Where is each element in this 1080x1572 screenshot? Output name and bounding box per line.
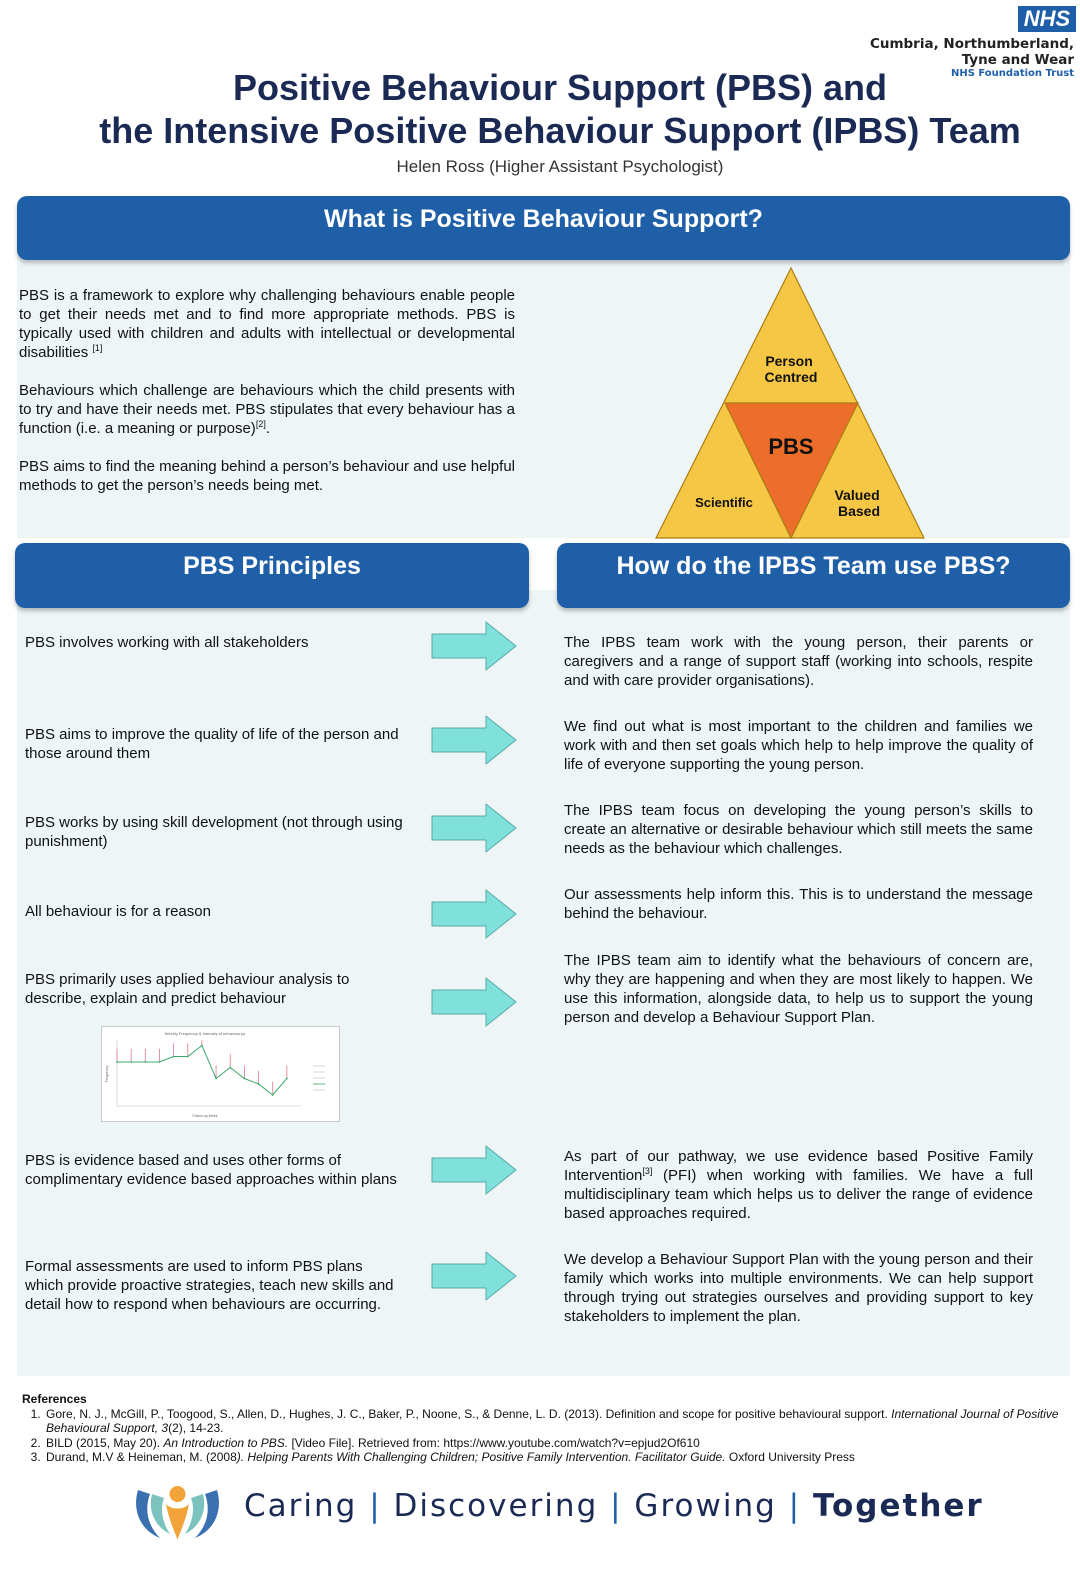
intro-paragraph-1: PBS is a framework to explore why challe… bbox=[19, 287, 515, 361]
chart-ylabel: Frequency bbox=[105, 1065, 109, 1082]
arrow-icon-6 bbox=[431, 1144, 517, 1196]
chart-point bbox=[116, 1061, 118, 1063]
arrow-icon-7 bbox=[431, 1250, 517, 1302]
tagline-word-1: Caring bbox=[244, 1488, 358, 1524]
chart-point bbox=[172, 1055, 175, 1058]
ipbs-item-3: The IPBS team focus on developing the yo… bbox=[564, 802, 1033, 857]
content-panel bbox=[17, 590, 1070, 1376]
arrow-icon-3 bbox=[431, 802, 517, 854]
tagline-word-3: Growing bbox=[634, 1488, 777, 1524]
chart-point bbox=[158, 1061, 161, 1063]
arrow-icon-5 bbox=[431, 976, 517, 1028]
reference-3: Durand, M.V & Heineman, M. (2008). Helpi… bbox=[44, 1450, 1062, 1465]
author: Helen Ross (Higher Assistant Psychologis… bbox=[396, 157, 724, 176]
reference-2: BILD (2015, May 20). An Introduction to … bbox=[44, 1436, 1062, 1451]
ipbs-item-5: The IPBS team aim to identify what the b… bbox=[564, 952, 1033, 1026]
behaviour-frequency-chart: Weekly Frequency & Intensity of behaviou… bbox=[101, 1026, 340, 1122]
title-line-2: the Intensive Positive Behaviour Support… bbox=[99, 110, 1021, 151]
principles-heading: PBS Principles bbox=[15, 543, 529, 608]
trust-subtitle: NHS Foundation Trust bbox=[950, 68, 1074, 79]
triangle-label-center: PBS bbox=[768, 434, 813, 459]
intro-text: PBS is a framework to explore why challe… bbox=[19, 286, 515, 495]
principle-4: All behaviour is for a reason bbox=[25, 903, 211, 920]
org-line-1: Cumbria, Northumberland, bbox=[869, 36, 1074, 52]
tagline-word-2: Discovering bbox=[393, 1488, 599, 1524]
references-list: Gore, N. J., McGill, P., Toogood, S., Al… bbox=[22, 1407, 1062, 1465]
chart-point bbox=[186, 1055, 189, 1058]
tagline-separator-2: | bbox=[610, 1488, 623, 1524]
pbs-triangle-diagram: Person Centred PBS Scientific Valued Bas… bbox=[655, 266, 925, 540]
references-heading: References bbox=[22, 1392, 87, 1406]
ipbs-item-4: Our assessments help inform this. This i… bbox=[564, 886, 1033, 922]
triangle-label-right: Valued Based bbox=[834, 487, 883, 519]
what-is-pbs-heading: What is Positive Behaviour Support? bbox=[17, 196, 1070, 260]
ipbs-item-2: We find out what is most important to th… bbox=[564, 718, 1033, 773]
reference-1: Gore, N. J., McGill, P., Toogood, S., Al… bbox=[44, 1407, 1062, 1436]
chart-point bbox=[229, 1066, 232, 1069]
tagline-separator-3: | bbox=[788, 1488, 802, 1524]
chart-title: Weekly Frequency & Intensity of behaviou… bbox=[165, 1031, 246, 1036]
principle-3: PBS works by using skill development (no… bbox=[25, 814, 403, 850]
footer-tagline: Caring | Discovering | Growing | Togethe… bbox=[244, 1488, 984, 1524]
chart-point bbox=[271, 1094, 274, 1096]
intro-paragraph-3: PBS aims to find the meaning behind a pe… bbox=[19, 458, 515, 494]
arrow-icon-4 bbox=[431, 888, 517, 940]
principle-6: PBS is evidence based and uses other for… bbox=[25, 1152, 397, 1188]
trust-name: Cumbria, Northumberland, Tyne and Wear N… bbox=[870, 36, 1074, 80]
chart-point bbox=[257, 1083, 260, 1085]
page-title: Positive Behaviour Support (PBS) and the… bbox=[0, 66, 1080, 152]
org-line-2: Tyne and Wear bbox=[961, 52, 1074, 68]
principle-5: PBS primarily uses applied behaviour ana… bbox=[25, 971, 350, 1007]
chart-point bbox=[285, 1077, 288, 1080]
triangle-inner bbox=[724, 402, 859, 540]
triangle-label-top: Person Centred bbox=[765, 353, 818, 385]
trust-logo-icon bbox=[136, 1486, 219, 1540]
chart-frame bbox=[101, 1026, 340, 1122]
references: References Gore, N. J., McGill, P., Toog… bbox=[22, 1392, 1062, 1465]
intro-paragraph-2: Behaviours which challenge are behaviour… bbox=[19, 382, 515, 437]
arrow-icon-2 bbox=[431, 714, 517, 766]
ipbs-heading: How do the IPBS Team use PBS? bbox=[557, 543, 1070, 608]
chart-point bbox=[201, 1044, 203, 1047]
nhs-logo: NHS bbox=[1018, 6, 1076, 32]
principle-2: PBS aims to improve the quality of life … bbox=[25, 726, 399, 762]
tagline-word-4: Together bbox=[812, 1488, 984, 1524]
principle-7: Formal assessments are used to inform PB… bbox=[25, 1258, 394, 1313]
chart-point bbox=[130, 1061, 133, 1063]
ipbs-item-7: We develop a Behaviour Support Plan with… bbox=[564, 1251, 1033, 1325]
chart-point bbox=[144, 1061, 147, 1063]
chart-point bbox=[215, 1077, 217, 1080]
title-line-1: Positive Behaviour Support (PBS) and bbox=[232, 67, 888, 108]
ipbs-item-1: The IPBS team work with the young person… bbox=[564, 634, 1033, 689]
principle-1: PBS involves working with all stakeholde… bbox=[25, 634, 309, 651]
triangle-label-left: Scientific bbox=[695, 495, 753, 510]
chart-xlabel: Follow-up Week bbox=[192, 1114, 217, 1118]
chart-point bbox=[243, 1077, 246, 1080]
ipbs-item-6: As part of our pathway, we use evidence … bbox=[564, 1148, 1033, 1222]
arrow-icon-1 bbox=[431, 620, 517, 672]
tagline-separator-1: | bbox=[369, 1488, 382, 1524]
